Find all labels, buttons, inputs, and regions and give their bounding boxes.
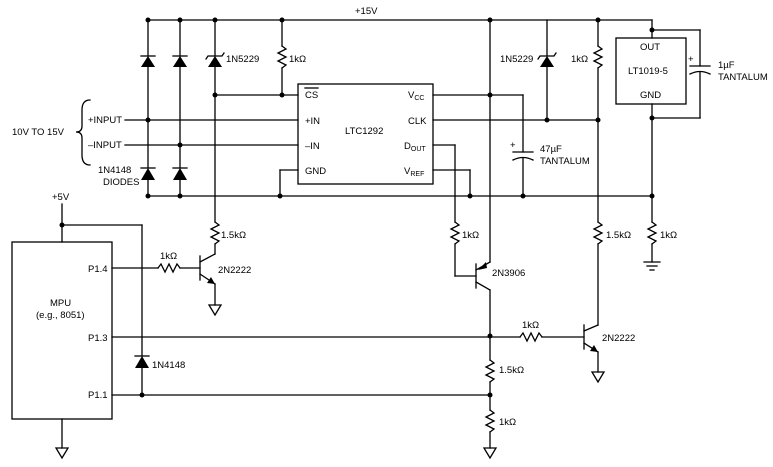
diodes-label-1: 1N4148 — [98, 165, 131, 176]
r-q1-label: 1.5kΩ — [221, 230, 246, 241]
adc-pin-vcc: V — [408, 90, 415, 101]
cap47-label-2: TANTALUM — [540, 156, 590, 167]
rail-15v: +15V — [147, 6, 653, 21]
mpu-label-2: (e.g., 8051) — [36, 310, 85, 321]
input-range-label: 10V TO 15V — [12, 127, 65, 138]
resistor-top-left: 1kΩ — [214, 17, 306, 98]
res-top-left-label: 1kΩ — [289, 54, 306, 65]
svg-text:+: + — [688, 54, 694, 65]
vref-line — [432, 169, 473, 199]
reference-lt1019: OUT LT1019-5 GND + 1µF TANTALUM 1kΩ — [615, 19, 768, 271]
res-top-right-label: 1kΩ — [571, 54, 588, 65]
r-p13-label: 1kΩ — [522, 320, 539, 331]
q-pnp-label: 2N3906 — [492, 268, 525, 279]
q2-label: 2N2222 — [602, 333, 635, 344]
r-col15-label: 1.5kΩ — [499, 365, 524, 376]
adc-name: LTC1292 — [345, 126, 383, 137]
r-col1k-label: 1kΩ — [499, 417, 516, 428]
resistor-top-right: 1kΩ 1.5kΩ — [571, 17, 631, 326]
minus-input-label: –INPUT — [88, 140, 122, 151]
r-q2-label: 1.5kΩ — [606, 230, 631, 241]
svg-text:+: + — [510, 140, 516, 151]
mpu-pin-p13: P1.3 — [88, 333, 108, 344]
adc-pin-in-plus: +IN — [305, 116, 320, 127]
zener-left-label: 1N5229 — [226, 54, 259, 65]
r-dout-label: 1kΩ — [462, 230, 479, 241]
supply-5v-label: +5V — [52, 192, 70, 203]
mpu-pin-p11: P1.1 — [88, 390, 108, 401]
input-labels: 10V TO 15V +INPUT –INPUT — [12, 99, 299, 166]
cap47-label-1: 47µF — [540, 144, 562, 155]
adc-pin-clk: CLK — [408, 116, 427, 127]
plus-input-label: +INPUT — [88, 115, 122, 126]
svg-text:VCC: VCC — [408, 90, 424, 102]
cap1-label-1: 1µF — [718, 60, 735, 71]
d-1n4148-label: 1N4148 — [152, 360, 185, 371]
cap1-label-2: TANTALUM — [718, 72, 768, 83]
adc-pin-in-minus: –IN — [305, 141, 320, 152]
adc-pin-vref: V — [404, 166, 411, 177]
zener-right-label: 1N5229 — [500, 54, 533, 65]
r-ref-label: 1kΩ — [660, 230, 677, 241]
q1-label: 2N2222 — [218, 265, 251, 276]
r-p14-label: 1kΩ — [160, 251, 177, 262]
zener-right: 1N5229 — [500, 19, 557, 123]
mpu-label-1: MPU — [50, 298, 71, 309]
zener-left: 1N5229 — [205, 17, 259, 223]
diode-1n4148: 1N4148 — [134, 224, 185, 398]
svg-text:DOUT: DOUT — [404, 141, 426, 153]
ref-pin-out: OUT — [640, 42, 660, 53]
pnp-2n3906: 2N3906 1.5kΩ 1kΩ — [475, 17, 525, 460]
protection-diodes: 1N4148 DIODES — [98, 17, 188, 199]
diodes-label-2: DIODES — [103, 177, 139, 188]
p14-path: 1kΩ — [111, 251, 201, 274]
mpu-block: +5V MPU (e.g., 8051) P1.4 P1.3 P1.1 — [11, 192, 143, 460]
ref-pin-gnd: GND — [640, 90, 661, 101]
ref-name: LT1019-5 — [628, 66, 668, 77]
adc-ltc1292: CS +IN –IN GND LTC1292 VCC CLK DOUT VREF — [277, 83, 434, 199]
mpu-pin-p14: P1.4 — [88, 264, 108, 275]
npn-q2-2n2222: 2N2222 — [583, 324, 635, 384]
rail-label: +15V — [355, 6, 378, 17]
dout-line: 1kΩ — [432, 144, 479, 277]
p13-path: 1kΩ — [111, 320, 585, 343]
svg-text:VREF: VREF — [404, 166, 424, 178]
adc-pin-gnd: GND — [305, 166, 326, 177]
clk-line — [432, 117, 601, 123]
npn-q1-2n2222: 1.5kΩ 2N2222 — [199, 221, 251, 317]
adc-pin-dout: D — [404, 141, 411, 152]
capacitor-47uf: + 47µF TANTALUM — [510, 140, 590, 199]
adc-pin-cs: CS — [305, 90, 318, 101]
